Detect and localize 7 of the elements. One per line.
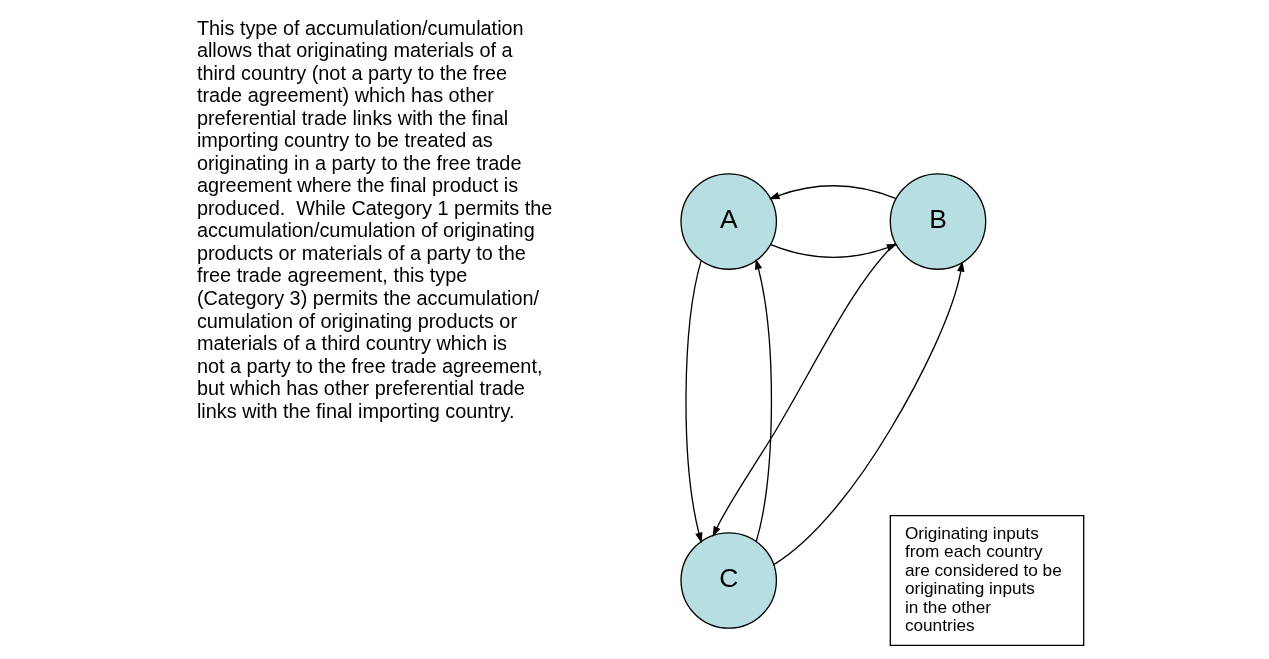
arrow (684, 260, 702, 544)
arrow (772, 261, 964, 566)
node-box: Originating inputs from each country are considered to be originating inputs in the other countries (889, 514, 1084, 647)
arrow (768, 185, 896, 200)
label: This type of accumulation/cumulation allows that originating materials of a third country (not a party to the free trade agreement) which has other preferential trade links with the final importing country to be treated as originating in a party to the free trade agreement where the final product is produced. While Category 1 permits the accumulation/cumulation of originating products or materials of a party to the free trade agreement, this type (Category 3) permits the accumulation/ cumulation of originating products or materials of a third country which is not a party to the free trade agreement, but which has other preferential trade links with the final importing country. (196, 16, 552, 422)
arrow (754, 258, 772, 542)
node-circle: B (889, 173, 986, 270)
